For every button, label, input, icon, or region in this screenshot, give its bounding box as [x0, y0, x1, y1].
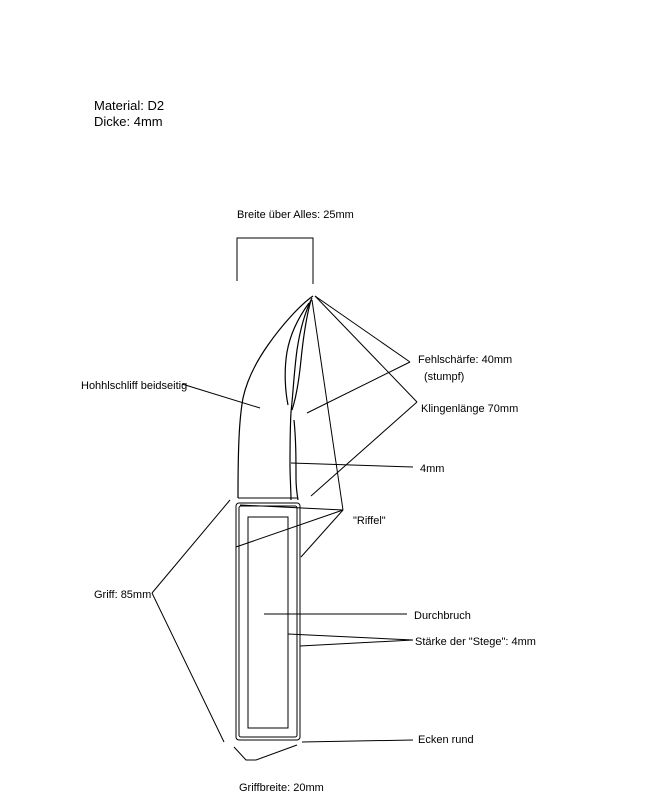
- cutout-label: Durchbruch: [414, 610, 471, 622]
- leader-lines: [151, 295, 418, 761]
- handle-length-label: Griff: 85mm: [94, 589, 151, 601]
- handle-width-label: Griffbreite: 20mm: [239, 782, 324, 794]
- material-label: Material: D2: [94, 98, 164, 113]
- corners-label: Ecken rund: [418, 734, 474, 746]
- thickness-label: Dicke: 4mm: [94, 114, 163, 129]
- bar-thickness-label: Stärke der "Stege": 4mm: [415, 636, 536, 648]
- spine-thickness-label: 4mm: [420, 463, 444, 475]
- handle-cutout: [247, 516, 289, 729]
- false-edge-note: (stumpf): [424, 371, 464, 383]
- blade-length-label: Klingenlänge 70mm: [421, 403, 518, 415]
- blade-outline: [237, 295, 314, 501]
- overall-width-bracket: [236, 237, 314, 284]
- jimping-label: "Riffel": [353, 515, 386, 527]
- false-edge-label: Fehlschärfe: 40mm: [418, 354, 512, 366]
- hollow-grind-label: Hohhlschliff beidseitig: [81, 380, 187, 392]
- handle-outline: [235, 502, 301, 741]
- overall-width-label: Breite über Alles: 25mm: [237, 209, 354, 221]
